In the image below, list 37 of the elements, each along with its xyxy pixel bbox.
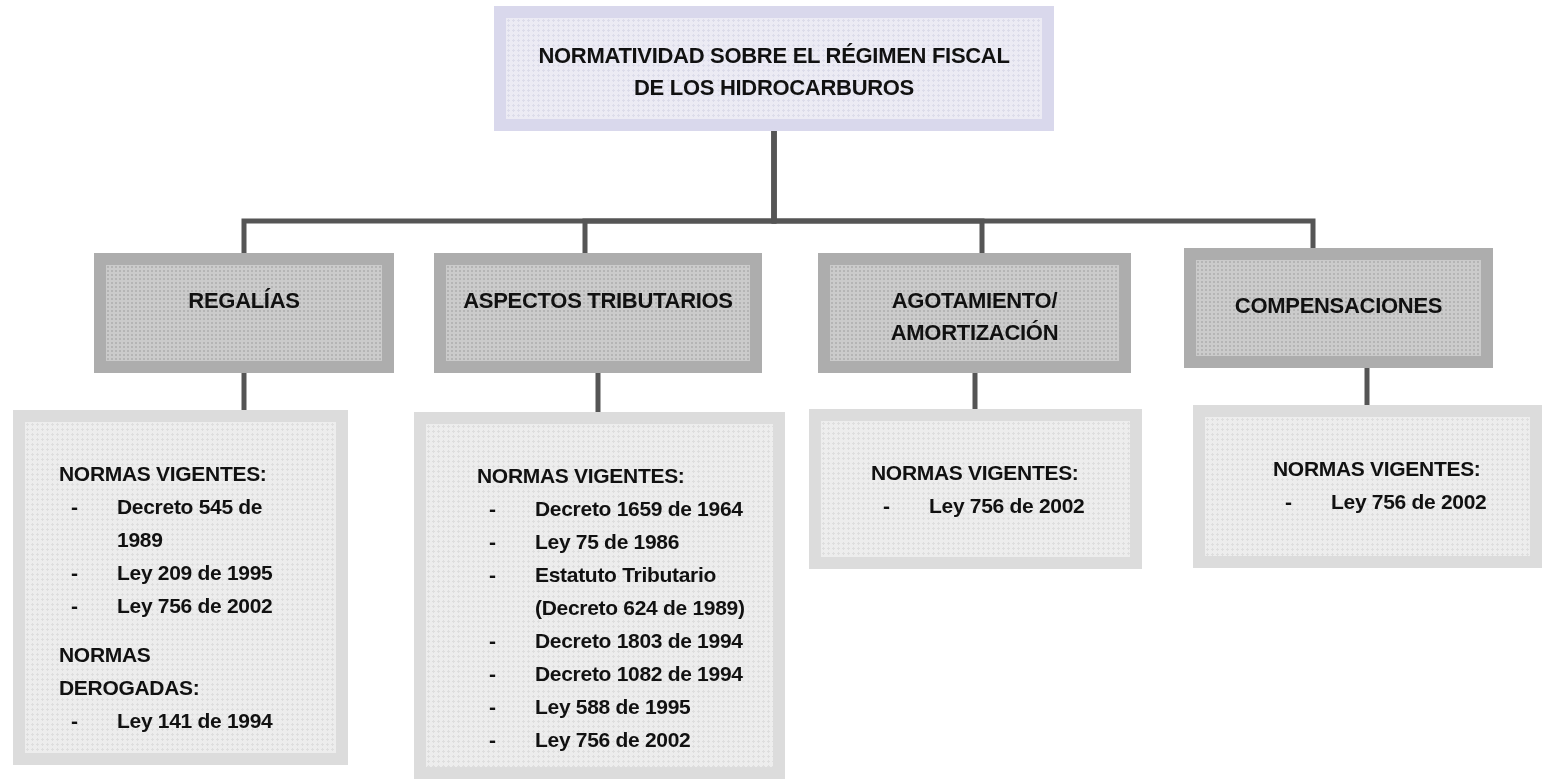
box-title: NORMATIVIDAD SOBRE EL RÉGIMEN FISCAL DE LOS HIDROCARBUROS bbox=[537, 42, 1011, 102]
list-item: - Decreto 545 de 1989 bbox=[71, 494, 264, 553]
norms-box bbox=[13, 410, 348, 765]
box-title: ASPECTOS TRIBUTARIOS bbox=[462, 287, 734, 315]
list-item: - Ley 588 de 1995 bbox=[489, 694, 692, 720]
norms-box bbox=[1193, 405, 1542, 568]
list-heading: NORMAS VIGENTES: bbox=[1273, 456, 1482, 482]
norms-box bbox=[414, 412, 785, 779]
category-box bbox=[434, 253, 762, 373]
norms-box bbox=[809, 409, 1142, 569]
list-heading: NORMAS DEROGADAS: bbox=[59, 642, 201, 701]
list-heading: NORMAS VIGENTES: bbox=[871, 460, 1080, 486]
list-heading: NORMAS VIGENTES: bbox=[477, 463, 686, 489]
list-item: - Ley 209 de 1995 bbox=[71, 560, 274, 586]
category-box bbox=[94, 253, 394, 373]
list-item: - Ley 756 de 2002 bbox=[71, 593, 274, 619]
list-item: - Ley 141 de 1994 bbox=[71, 708, 274, 734]
heading-box bbox=[494, 6, 1054, 131]
list-item: - Ley 756 de 2002 bbox=[883, 493, 1086, 519]
list-item: - Decreto 1082 de 1994 bbox=[489, 661, 744, 687]
connector-line bbox=[771, 131, 1316, 248]
list-item: - Estatuto Tributario (Decreto 624 de 1989) bbox=[489, 562, 746, 621]
list-item: - Decreto 1659 de 1964 bbox=[489, 496, 744, 522]
category-box bbox=[818, 253, 1131, 373]
list-item: - Decreto 1803 de 1994 bbox=[489, 628, 744, 654]
list-item: - Ley 756 de 2002 bbox=[1285, 489, 1488, 515]
box-title: AGOTAMIENTO/ AMORTIZACIÓN bbox=[889, 287, 1060, 347]
connector-line bbox=[972, 373, 978, 409]
list-item: - Ley 75 de 1986 bbox=[489, 529, 681, 555]
list-item: - Ley 756 de 2002 bbox=[489, 727, 692, 753]
connector-line bbox=[241, 373, 247, 410]
list-heading: NORMAS VIGENTES: bbox=[59, 461, 268, 487]
connector-line bbox=[595, 373, 601, 412]
box-title: COMPENSACIONES bbox=[1233, 292, 1444, 320]
box-title: REGALÍAS bbox=[187, 287, 301, 315]
category-box bbox=[1184, 248, 1493, 368]
connector-line bbox=[1364, 368, 1370, 405]
